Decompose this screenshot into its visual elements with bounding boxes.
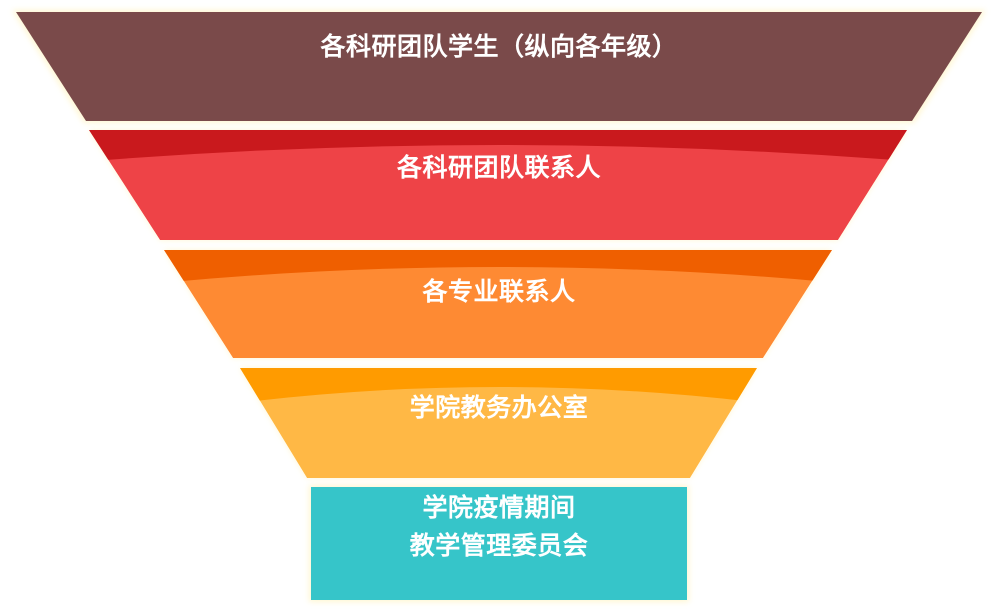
funnel-level-5-shape — [311, 487, 687, 600]
funnel-level-4 — [240, 368, 757, 478]
funnel-level-3 — [164, 250, 832, 358]
funnel-level-4-shape — [240, 368, 757, 478]
funnel-level-2-top-band — [89, 130, 907, 162]
funnel-level-1 — [16, 12, 982, 121]
funnel-level-3-label: 各专业联系人 — [422, 277, 576, 306]
funnel-level-5-label-line-1: 学院疫情期间 — [422, 493, 576, 522]
funnel-level-4-top-band — [240, 368, 757, 404]
funnel-level-3-shape — [164, 250, 832, 358]
funnel-level-2-shape — [89, 130, 907, 240]
funnel-level-2-label: 各科研团队联系人 — [396, 153, 601, 182]
funnel-level-2 — [89, 130, 907, 240]
funnel-level-5 — [311, 487, 687, 600]
funnel-level-1-label: 各科研团队学生（纵向各年级） — [320, 32, 678, 61]
funnel-level-4-label: 学院教务办公室 — [409, 393, 589, 422]
funnel-level-1-shape — [16, 12, 982, 121]
funnel-level-5-label-line-2: 教学管理委员会 — [409, 531, 589, 560]
funnel-level-3-top-band — [164, 250, 832, 284]
